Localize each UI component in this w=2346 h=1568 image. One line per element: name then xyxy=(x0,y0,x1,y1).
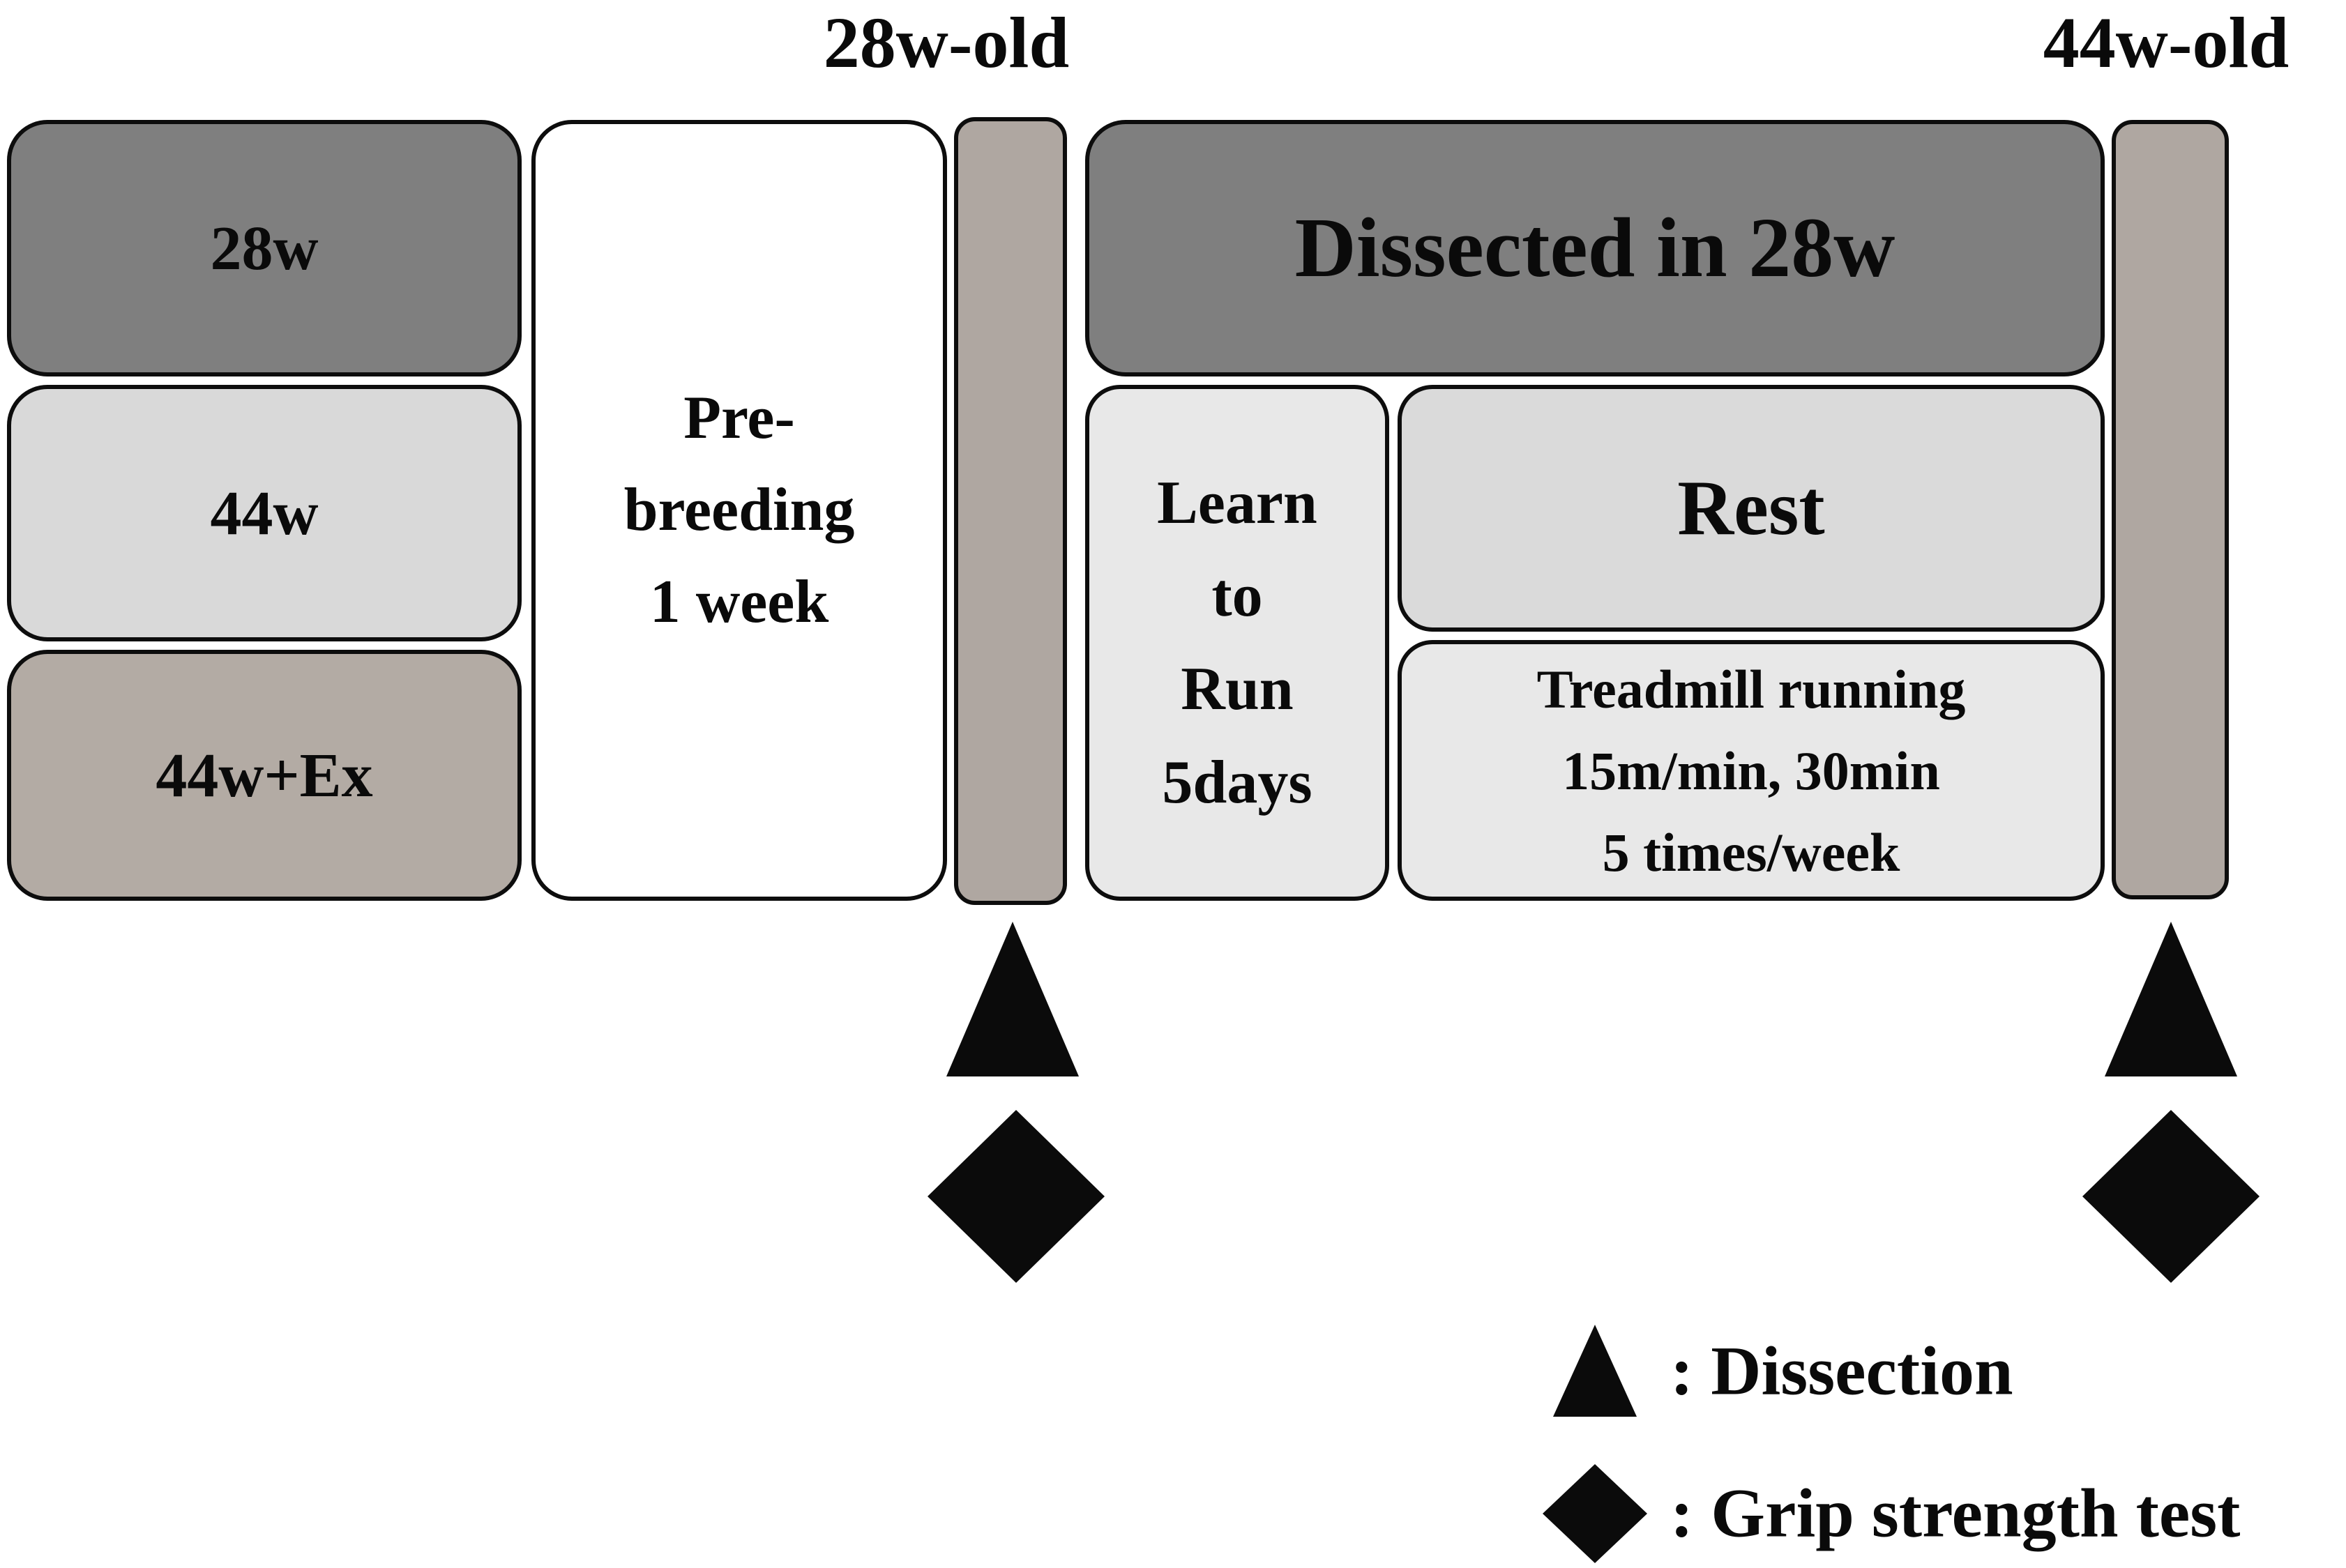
pre-breeding-box: Pre- breeding 1 week xyxy=(531,120,947,901)
rest-label: Rest xyxy=(1677,464,1825,551)
age-label-28w-old: 28w-old xyxy=(823,3,1070,83)
group-box-44w-ex: 44w+Ex xyxy=(7,650,522,901)
age-label-44w-old: 44w-old xyxy=(2043,3,2290,83)
legend-dissection-triangle-icon xyxy=(1553,1325,1637,1417)
dissection-triangle-marker-44w xyxy=(2105,922,2237,1076)
rest-box: Rest xyxy=(1398,385,2105,632)
group-label: 44w xyxy=(210,478,319,548)
timeline-bar-44w xyxy=(2112,120,2229,899)
dissected-label: Dissected in 28w xyxy=(1294,201,1895,295)
dissected-box: Dissected in 28w xyxy=(1085,120,2105,376)
group-box-44w: 44w xyxy=(7,385,522,641)
group-label: 28w xyxy=(210,213,319,283)
legend-grip-diamond-icon xyxy=(1543,1464,1647,1563)
learn-to-run-box: Learn to Run 5days xyxy=(1085,385,1389,901)
group-label: 44w+Ex xyxy=(156,740,373,810)
legend-dissection-label: : Dissection xyxy=(1670,1332,2013,1410)
timeline-bar-28w xyxy=(954,117,1067,905)
treadmill-box: Treadmill running 15m/min, 30min 5 times… xyxy=(1398,640,2105,901)
learn-to-run-text: Learn to Run 5days xyxy=(1157,469,1317,816)
group-box-28w: 28w xyxy=(7,120,522,376)
legend-grip-label: : Grip strength test xyxy=(1670,1474,2241,1552)
grip-test-diamond-marker-44w xyxy=(2082,1110,2260,1283)
treadmill-text: Treadmill running 15m/min, 30min 5 times… xyxy=(1536,658,1966,883)
pre-breeding-text: Pre- breeding 1 week xyxy=(623,384,855,636)
dissection-triangle-marker-28w xyxy=(946,922,1079,1076)
grip-test-diamond-marker-28w xyxy=(928,1110,1105,1283)
